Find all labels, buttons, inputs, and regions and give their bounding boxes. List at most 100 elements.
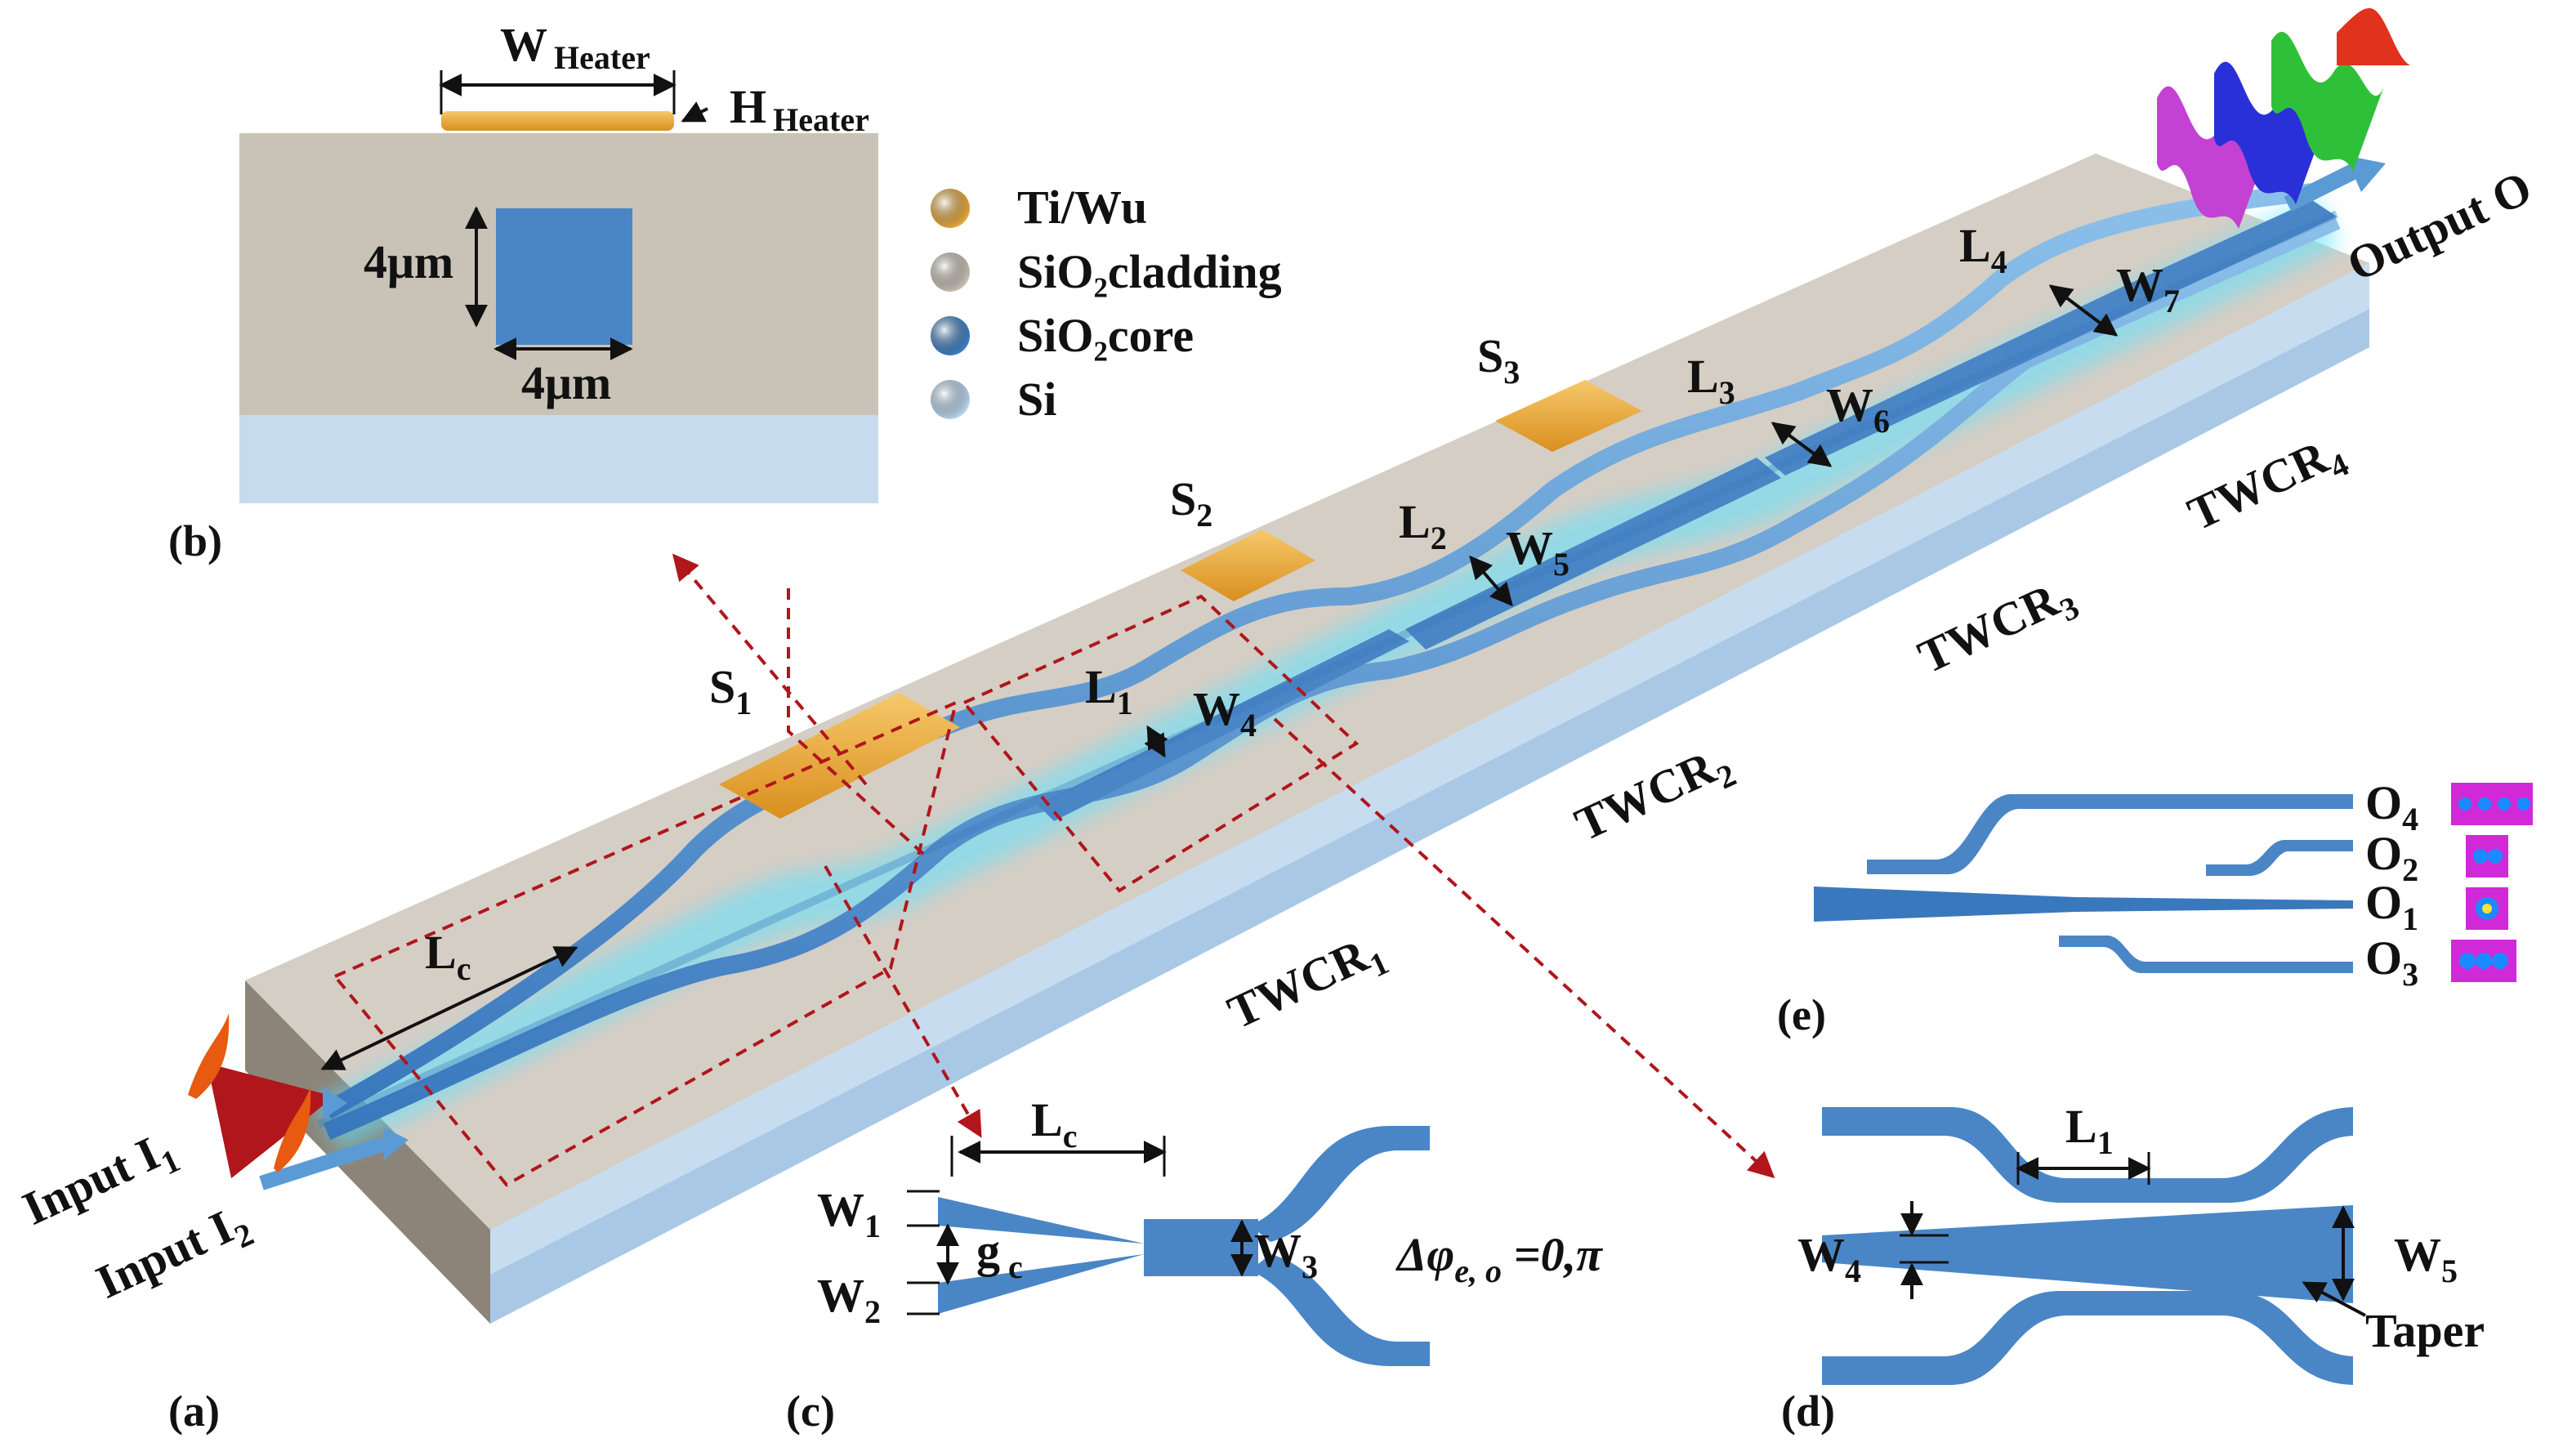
svg-text:W5: W5 [2394, 1228, 2458, 1289]
svg-text:W6: W6 [1826, 378, 1890, 440]
svg-text:Ti/Wu: Ti/Wu [1017, 181, 1147, 234]
mode-profile-o4 [2451, 783, 2533, 825]
svg-text:W2: W2 [817, 1269, 881, 1330]
detail-c-w3-label: W [1254, 1224, 1302, 1277]
legend-item-si: Si [931, 373, 1056, 426]
heater-s1 [719, 693, 960, 819]
detail-c-w2-label: W [817, 1269, 864, 1322]
svg-text:S3: S3 [1477, 329, 1520, 391]
svg-text:S2: S2 [1170, 472, 1212, 534]
heater-s2 [1181, 529, 1315, 601]
section-label-twcr1: TWCR [1220, 928, 1377, 1039]
width-label-w5: W [1506, 521, 1553, 574]
heater-s3 [1495, 380, 1642, 452]
waveguide-upper-arm [322, 183, 2314, 1119]
output-pulses [2157, 8, 2410, 230]
svg-text:SiO₂core: SiO₂core [1017, 309, 1194, 362]
svg-text:Lc: Lc [425, 926, 471, 987]
svg-text:Si: Si [1017, 373, 1056, 426]
length-label-l1: L [1085, 660, 1117, 713]
mode-label-o3: O [2365, 931, 2402, 985]
svg-text:Δφe, o =0,π: Δφe, o =0,π [1395, 1228, 1603, 1289]
core-height-label: 4μm [364, 235, 453, 288]
length-label-lc: L [425, 926, 457, 979]
length-label-l4: L [1959, 219, 1991, 272]
panel-label-e: (e) [1777, 990, 1826, 1039]
svg-text:L3: L3 [1687, 350, 1735, 411]
mode-label-o4: O [2365, 776, 2402, 829]
coupler-detail-panel: Lc W1 W2 g c W3 Δφe, o =0,π (c) [786, 1093, 1603, 1436]
svg-text:S1: S1 [709, 660, 752, 721]
input-pulse-2 [274, 1087, 311, 1172]
input-label-2: Input I [88, 1200, 241, 1309]
section-label-twcr4: TWCR [2180, 430, 2337, 541]
svg-text:O1: O1 [2365, 876, 2418, 937]
taper-section-4 [2124, 200, 2337, 304]
region-box-c [332, 699, 958, 1187]
detail-d-taper-label: Taper [2365, 1304, 2485, 1357]
legend: Ti/Wu SiO₂cladding SiO₂core Si [931, 181, 1282, 426]
svg-text:TWCR2: TWCR2 [1567, 734, 1741, 859]
detail-c-phase-label: Δφ [1395, 1228, 1454, 1281]
svg-text:W3: W3 [1254, 1224, 1318, 1285]
heater-label-s2: S [1170, 472, 1196, 525]
svg-text:Lc: Lc [1031, 1093, 1077, 1155]
heater-label-s1: S [709, 660, 735, 713]
mode-output-panel: O4 O2 O1 O3 (e) [1777, 776, 2533, 1039]
detail-c-w1-label: W [817, 1183, 864, 1236]
taper-shape [1822, 1205, 2353, 1303]
core-square [496, 208, 632, 345]
mode-profile-o2 [2466, 835, 2508, 878]
svg-text:g c: g c [976, 1224, 1023, 1285]
svg-text:W4: W4 [1193, 682, 1257, 744]
legend-item-sio2-cladding: SiO₂cladding [931, 245, 1282, 298]
panel-label-b: (b) [168, 516, 222, 565]
mode-label-o1: O [2365, 876, 2402, 929]
heater-label-s3: S [1477, 329, 1503, 382]
section-label-twcr2: TWCR [1567, 740, 1724, 851]
mode-label-o2: O [2365, 827, 2402, 880]
svg-text:W4: W4 [1797, 1228, 1861, 1289]
panel-label-c: (c) [786, 1387, 835, 1436]
svg-text:L4: L4 [1959, 219, 2007, 280]
section-label-twcr3: TWCR [1910, 573, 2067, 684]
svg-text:L1: L1 [2065, 1100, 2114, 1161]
svg-text:O2: O2 [2365, 827, 2418, 888]
taper-section-1 [1038, 629, 1409, 821]
heater-width-label: W [500, 18, 547, 71]
legend-item-ti-wu: Ti/Wu [931, 181, 1147, 234]
svg-text:TWCR1: TWCR1 [1220, 922, 1394, 1047]
svg-text:TWCR3: TWCR3 [1910, 566, 2084, 691]
detail-d-w4-label: W [1797, 1228, 1845, 1281]
svg-text:Input I2: Input I2 [88, 1193, 259, 1316]
svg-text:SiO₂cladding: SiO₂cladding [1017, 245, 1282, 298]
input-label-1: Input I [15, 1127, 167, 1235]
svg-text:L2: L2 [1399, 495, 1447, 556]
core-width-label: 4μm [521, 356, 611, 409]
mode-profile-o1 [2466, 887, 2508, 930]
svg-text:W1: W1 [817, 1183, 881, 1244]
panel-label-d: (d) [1781, 1387, 1835, 1436]
svg-text:W7: W7 [2116, 258, 2180, 319]
panel-label-a: (a) [168, 1387, 220, 1436]
heater-strip [441, 111, 674, 131]
detail-c-gc-label: g [976, 1224, 1000, 1277]
mode-profile-o3 [2451, 940, 2516, 982]
taper-detail-panel: L1 W4 W5 Taper (d) [1781, 1100, 2485, 1436]
svg-text:TWCR4: TWCR4 [2180, 423, 2354, 548]
input-pulse-1 [188, 1013, 230, 1099]
svg-text:L1: L1 [1085, 660, 1133, 721]
detail-c-lc-label: L [1031, 1093, 1063, 1146]
device-3d-view: S1 S2 S3 Lc L1 L2 L3 L4 W4 W5 W6 W7 TWCR… [15, 8, 2539, 1436]
width-label-w4: W [1193, 682, 1240, 735]
svg-text:W5: W5 [1506, 521, 1570, 583]
svg-text:O4: O4 [2365, 776, 2418, 837]
svg-text:Input I1: Input I1 [15, 1119, 185, 1243]
detail-d-l1-label: L [2065, 1100, 2097, 1153]
heater-height-label: H [730, 80, 766, 133]
region-box-d [961, 594, 1360, 893]
